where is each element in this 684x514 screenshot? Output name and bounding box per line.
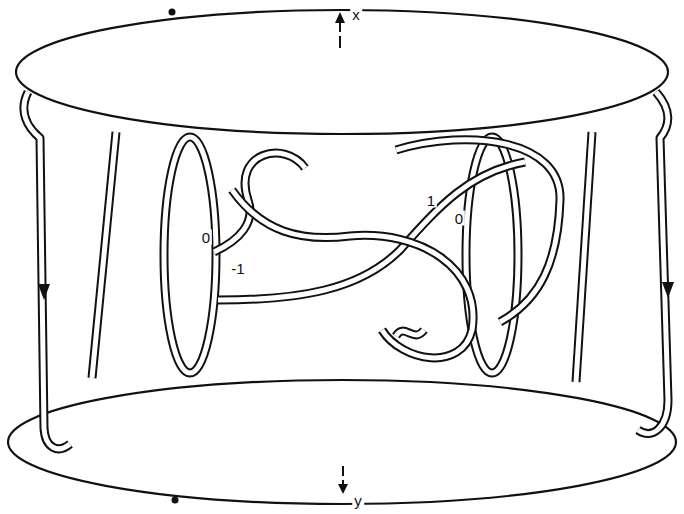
arrow-shaft [339, 22, 341, 32]
arrow-head [38, 284, 50, 300]
bands [24, 92, 668, 449]
dot [169, 9, 176, 16]
arrow-shaft [342, 466, 344, 476]
framing-number: 0 [200, 230, 212, 245]
top-ellipse [16, 10, 668, 134]
bottom-ellipse [8, 380, 676, 504]
handle-label: y [352, 493, 364, 508]
handle-label: x [350, 7, 362, 22]
arrow-head [662, 282, 674, 298]
arrow-head [338, 484, 348, 494]
arrow-shaft [339, 36, 341, 48]
arrow-head [335, 12, 345, 23]
framing-number: 1 [425, 193, 437, 208]
framing-number: -1 [229, 261, 246, 276]
dot [172, 497, 179, 504]
framing-number: 0 [453, 211, 465, 226]
